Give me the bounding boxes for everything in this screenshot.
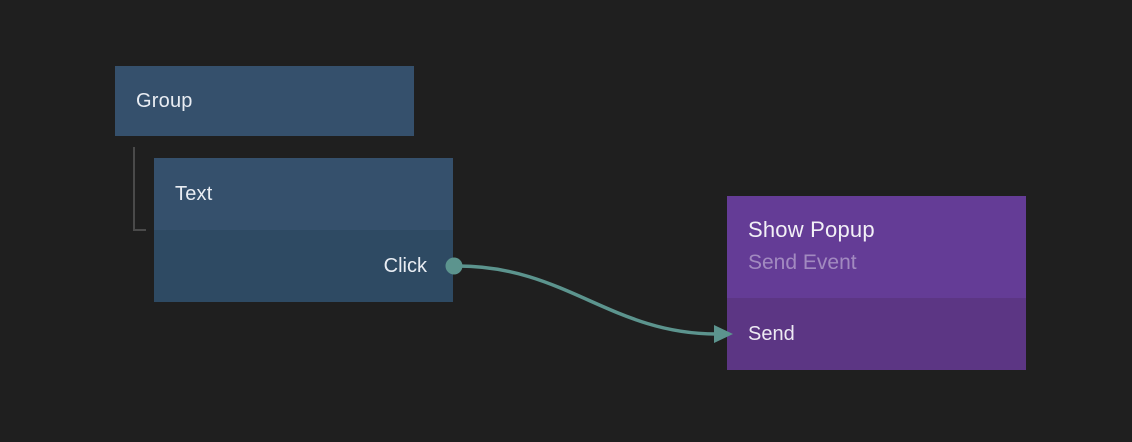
input-port-send-label[interactable]: Send <box>748 322 795 345</box>
node-text[interactable]: Text Click <box>154 158 453 302</box>
output-port-dot[interactable] <box>445 257 463 275</box>
node-text-ports-section: Click <box>154 230 453 302</box>
node-show-popup-subtitle: Send Event <box>748 251 857 274</box>
output-port-click-label[interactable]: Click <box>383 254 427 277</box>
node-text-header: Text <box>154 158 453 230</box>
node-group-header: Group <box>115 66 414 136</box>
node-text-title: Text <box>175 182 213 205</box>
tree-connector-line <box>133 147 146 231</box>
node-group-title: Group <box>136 89 193 112</box>
node-show-popup[interactable]: Show Popup Send Event Send <box>727 196 1026 370</box>
node-group[interactable]: Group <box>115 66 414 136</box>
node-show-popup-title: Show Popup <box>748 217 875 242</box>
node-show-popup-ports-section: Send <box>727 298 1026 370</box>
node-show-popup-header: Show Popup Send Event <box>727 196 1026 298</box>
connection-curve[interactable] <box>457 264 717 336</box>
